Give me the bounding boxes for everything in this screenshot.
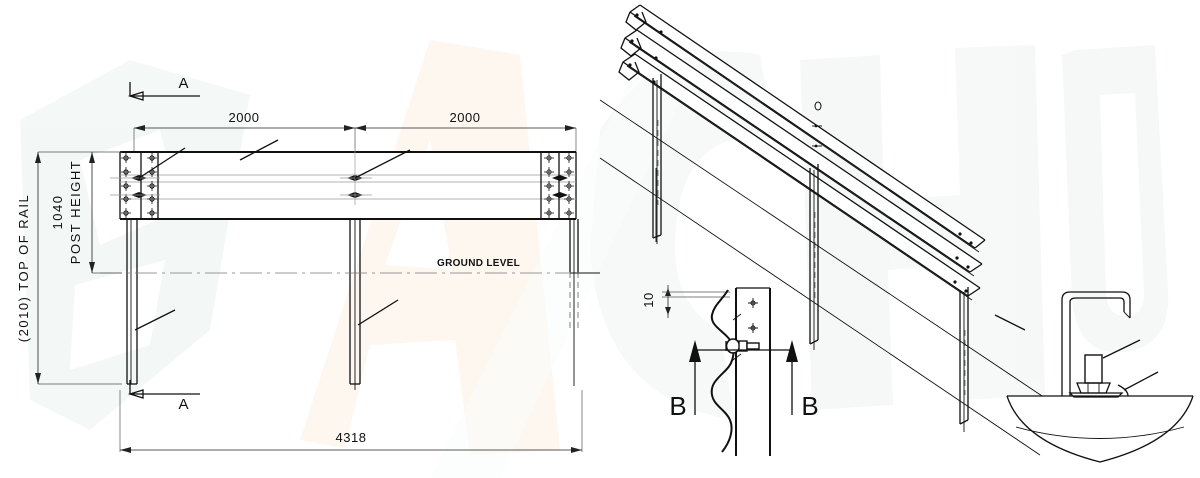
elevation-view: GROUND LEVEL (2010) TOP OF RAIL 1040 POS… [16,75,600,453]
top-of-rail-label: (2010) TOP OF RAIL [16,194,31,342]
span-right-label: 2000 [450,110,481,125]
post-height-text-label: POST HEIGHT [68,160,83,264]
iso-rail-1 [625,4,986,253]
dimension-top-of-rail [35,151,122,385]
ground-level-label: GROUND LEVEL [437,258,520,269]
section-arrow-b-left [689,340,770,415]
dimension-post-height [89,152,122,274]
span-left-label: 2000 [229,110,260,125]
post-left [126,219,138,385]
section-a-bottom-label: A [178,396,189,413]
section-arrow-b-right [770,340,798,415]
overall-length-label: 4318 [336,430,367,445]
leader-lines-post [134,299,399,331]
w-beam-profile [710,289,735,453]
detail-leader-lines [994,314,1159,391]
section-mark-a-top [127,82,200,101]
iso-post-2 [809,164,819,350]
section-b-right-label: B [801,391,818,421]
splice-plate-right [540,152,574,219]
iso-post-3 [959,287,969,432]
post-base-detail [994,291,1194,463]
section-bb-detail: 10 [641,285,819,456]
iso-rail-2 [620,29,983,277]
dimension-overall-length [119,390,583,453]
plate-thickness-label: 10 [641,292,656,307]
iso-ground-lines [599,99,1061,456]
leader-lines-rail [138,139,411,179]
splice-plate-left [110,152,160,219]
dimension-span-right [355,125,577,152]
iso-post-1 [652,74,662,244]
dimension-plate-thickness [662,285,730,318]
rail-beam-elevation [119,151,577,220]
isometric-view [599,4,1061,456]
iso-rail-bolts [812,101,822,148]
detail-soil-plate [1006,395,1194,463]
section-b-left-label: B [669,391,686,421]
detail-bolt-assembly [1068,354,1129,398]
dimension-span-left [133,125,356,152]
section-a-top-label: A [178,75,189,92]
iso-rail-3 [618,53,981,301]
post-right [569,219,579,386]
section-mark-a-bottom [127,380,200,399]
post-height-value-label: 1040 [50,195,65,230]
post-plate-section [732,287,771,456]
post-middle [349,219,361,390]
detail-cap-channel [1061,291,1131,400]
